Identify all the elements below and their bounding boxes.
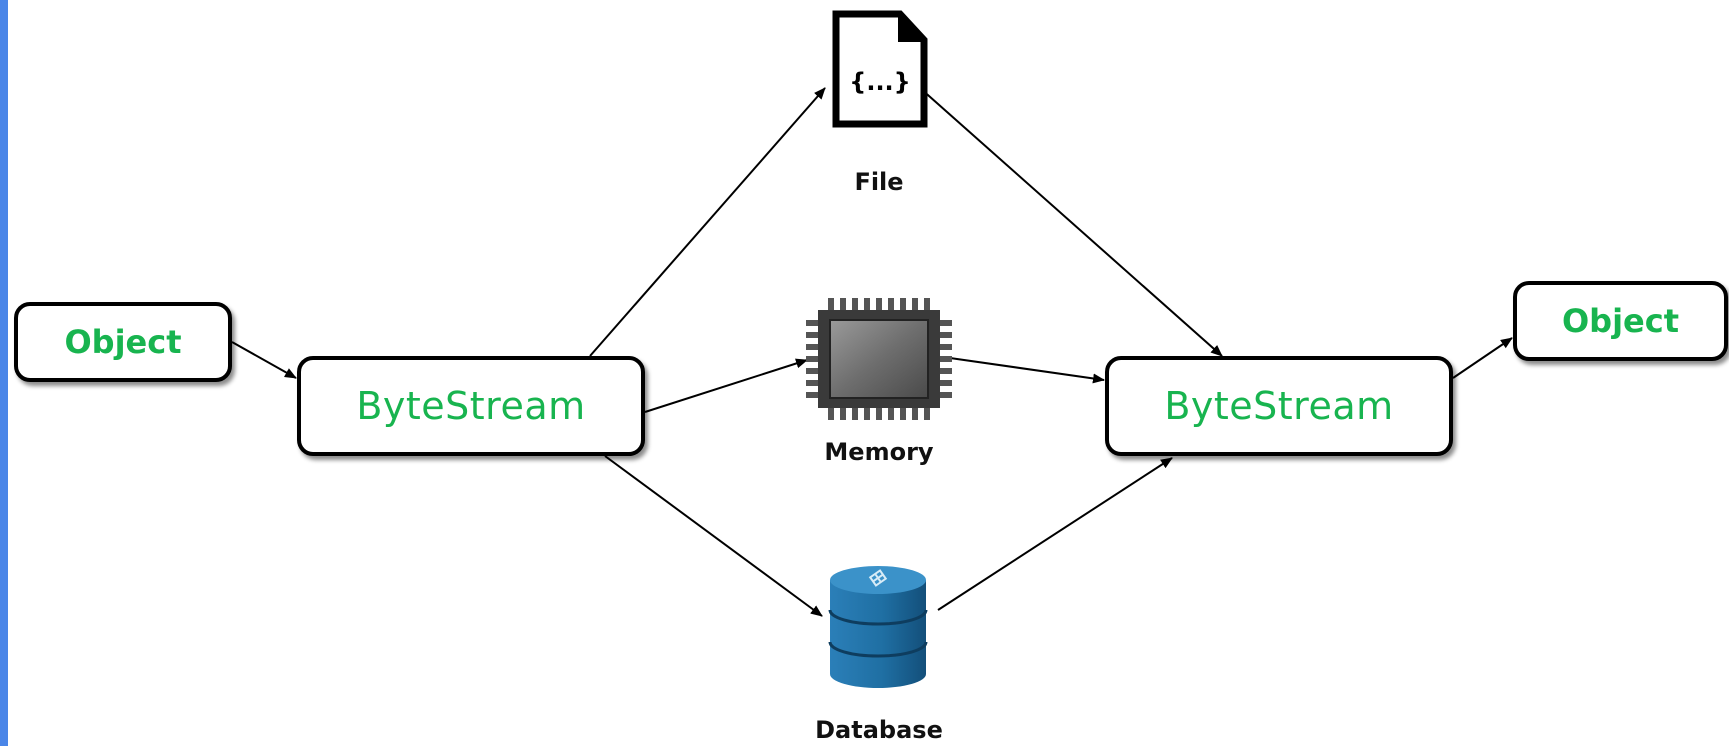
arrow-memory-to-bytestream [949, 357, 1105, 384]
arrow-object-to-bytestream [231, 341, 297, 379]
bytestream-box-left: ByteStream [297, 356, 645, 456]
database-icon [828, 566, 928, 688]
json-file-glyph: {...} [849, 68, 911, 96]
json-file-icon: {...} [832, 10, 928, 128]
arrow-bytestream-to-memory [644, 358, 808, 413]
arrow-file-to-bytestream [919, 87, 1223, 357]
file-label: File [854, 168, 904, 196]
object-box-right: Object [1513, 281, 1728, 361]
database-label: Database [815, 716, 943, 744]
arrow-database-to-bytestream [937, 457, 1173, 611]
left-accent-bar [0, 0, 8, 746]
arrow-bytestream-to-object [1452, 337, 1513, 379]
arrow-bytestream-to-file [589, 87, 826, 357]
memory-label: Memory [824, 438, 934, 466]
arrow-bytestream-to-database [604, 455, 823, 617]
memory-chip-icon [806, 298, 952, 420]
object-box-left: Object [14, 302, 232, 382]
bytestream-box-right: ByteStream [1105, 356, 1453, 456]
